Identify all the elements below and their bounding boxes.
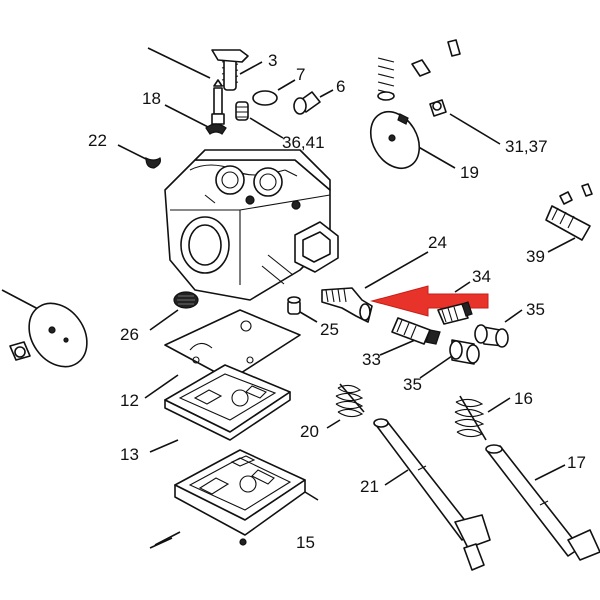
screw-31-37: [429, 99, 447, 117]
label-part-17: 17: [567, 453, 586, 472]
label-part-21: 21: [360, 477, 379, 496]
label-part-35-upper: 35: [526, 300, 545, 319]
label-part-31-37: 31,37: [505, 137, 548, 156]
clip-22: [145, 157, 161, 169]
label-part-12: 12: [120, 391, 139, 410]
spring-20: [335, 383, 365, 418]
shaft-21: [373, 418, 491, 571]
label-part-24: 24: [428, 233, 447, 252]
shaft-17: [485, 444, 600, 561]
screw-34: [437, 301, 473, 325]
label-part-18: 18: [142, 89, 161, 108]
label-part-16: 16: [514, 389, 533, 408]
carburetor-body: [164, 149, 339, 301]
label-part-25: 25: [320, 320, 339, 339]
label-part-33: 33: [362, 350, 381, 369]
spring-16: [454, 395, 487, 441]
filter-screen-26: [173, 291, 199, 309]
clip-18: [205, 123, 227, 135]
needle-18: [211, 79, 225, 125]
gasket-12: [164, 309, 301, 381]
ball-6: [293, 91, 321, 115]
pin-25: [287, 296, 301, 315]
diaphragm-19: [369, 110, 421, 170]
label-part-35-lower: 35: [403, 375, 422, 394]
adjust-screw-39: [545, 183, 593, 241]
leader-lines: [1, 47, 576, 546]
spring-3: [211, 49, 249, 91]
label-part-26: 26: [120, 325, 139, 344]
label-part-15: 15: [296, 533, 315, 552]
plug-7: [252, 90, 278, 106]
label-part-13: 13: [120, 445, 139, 464]
jet-24: [321, 287, 373, 323]
screw-left: [9, 341, 31, 361]
part-labels: 3 7 6 18 36,41 22 31,37 19 24 34 35 33 3…: [88, 51, 586, 552]
spring-top: [377, 57, 395, 101]
label-part-20: 20: [300, 422, 319, 441]
pin-top-right: [447, 39, 461, 57]
cover-15: [149, 449, 319, 549]
label-part-39: 39: [526, 247, 545, 266]
cap-35-lower: [449, 339, 480, 365]
label-part-6: 6: [336, 77, 345, 96]
label-part-36-41: 36,41: [282, 133, 325, 152]
screw-36-41: [235, 101, 249, 121]
metering-plate-13: [164, 364, 291, 441]
label-part-19: 19: [460, 163, 479, 182]
pump-diaphragm: [28, 302, 88, 368]
cap-35-upper: [474, 324, 509, 348]
label-part-3: 3: [268, 51, 277, 70]
highlight-arrow: [370, 285, 489, 317]
label-part-34: 34: [472, 267, 491, 286]
label-part-22: 22: [88, 131, 107, 150]
label-part-7: 7: [296, 65, 305, 84]
screw-33: [391, 317, 441, 345]
pin-top: [411, 59, 431, 77]
